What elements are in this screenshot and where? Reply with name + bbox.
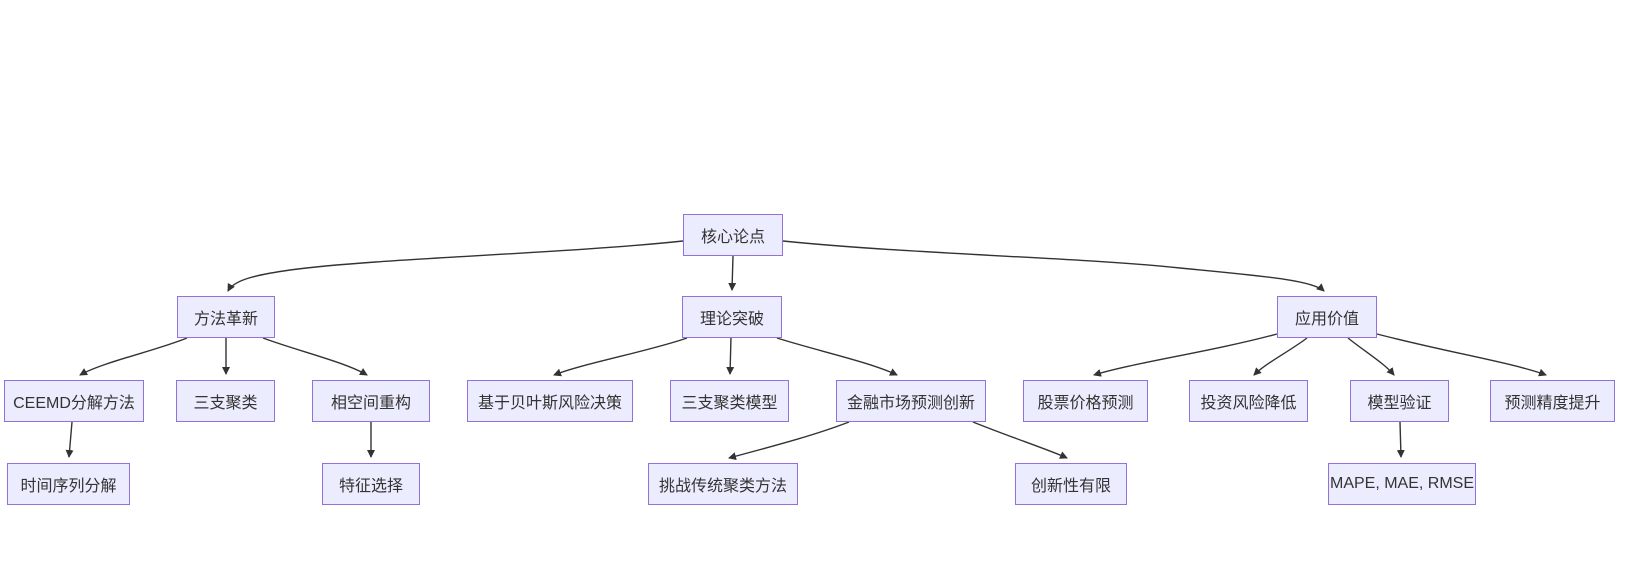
- edge-method-phase-space: [262, 337, 368, 376]
- node-prediction-accuracy: 预测精度提升: [1490, 380, 1615, 422]
- edge-core-theory: [728, 255, 737, 291]
- node-three-way-clustering-model: 三支聚类模型: [670, 380, 789, 422]
- node-three-way-clustering: 三支聚类: [176, 380, 275, 422]
- node-label: 挑战传统聚类方法: [658, 478, 787, 495]
- node-label: 方法革新: [193, 311, 258, 328]
- node-label: 股票价格预测: [1037, 395, 1134, 412]
- node-evaluation-metrics: MAPE, MAE, RMSE: [1328, 463, 1476, 505]
- node-ceemd-decomposition: CEEMD分解方法: [4, 380, 144, 422]
- node-label: 模型验证: [1367, 395, 1432, 412]
- node-label: 预测精度提升: [1504, 395, 1601, 412]
- edge-theory-financial: [776, 337, 898, 376]
- node-label: MAPE, MAE, RMSE: [1329, 475, 1475, 492]
- node-challenge-traditional-clustering: 挑战传统聚类方法: [648, 463, 798, 505]
- node-investment-risk-reduction: 投资风险降低: [1189, 380, 1308, 422]
- node-method-innovation: 方法革新: [177, 296, 275, 338]
- edge-validation-metrics: [1396, 421, 1405, 458]
- node-model-validation: 模型验证: [1350, 380, 1449, 422]
- node-feature-selection: 特征选择: [322, 463, 420, 505]
- edge-financial-challenge: [728, 421, 850, 461]
- node-label: 金融市场预测创新: [846, 395, 975, 412]
- node-label: 相空间重构: [330, 395, 411, 412]
- edge-theory-three-way-model: [726, 336, 735, 375]
- edge-theory-bayes: [553, 337, 688, 377]
- node-label: 特征选择: [338, 478, 403, 495]
- node-bayesian-risk-decision: 基于贝叶斯风险决策: [467, 380, 633, 422]
- node-label: 创新性有限: [1030, 478, 1111, 495]
- node-phase-space-reconstruction: 相空间重构: [312, 380, 430, 422]
- node-core-thesis: 核心论点: [683, 214, 783, 256]
- node-label: CEEMD分解方法: [13, 395, 135, 412]
- node-time-series-decomposition: 时间序列分解: [7, 463, 130, 505]
- node-label: 应用价值: [1294, 311, 1359, 328]
- node-label: 核心论点: [700, 229, 765, 246]
- edge-application-risk: [1253, 337, 1308, 376]
- node-label: 理论突破: [699, 311, 764, 328]
- edge-core-method: [227, 240, 684, 292]
- edge-application-validation: [1347, 337, 1395, 376]
- node-limited-innovation: 创新性有限: [1015, 463, 1127, 505]
- edge-core-application: [782, 240, 1325, 292]
- node-financial-market-innovation: 金融市场预测创新: [836, 380, 986, 422]
- edge-financial-limited: [972, 421, 1068, 459]
- node-label: 投资风险降低: [1200, 395, 1297, 412]
- node-label: 三支聚类模型: [681, 395, 778, 412]
- node-application-value: 应用价值: [1277, 296, 1377, 338]
- edge-method-ceemd: [79, 337, 188, 376]
- node-stock-price-prediction: 股票价格预测: [1023, 380, 1148, 422]
- node-theory-breakthrough: 理论突破: [682, 296, 782, 338]
- node-label: 时间序列分解: [20, 478, 117, 495]
- node-label: 基于贝叶斯风险决策: [477, 395, 622, 412]
- edge-ceemd-time-series: [65, 421, 74, 458]
- edge-application-accuracy: [1376, 333, 1547, 377]
- node-label: 三支聚类: [193, 395, 258, 412]
- edge-application-stock: [1093, 333, 1278, 377]
